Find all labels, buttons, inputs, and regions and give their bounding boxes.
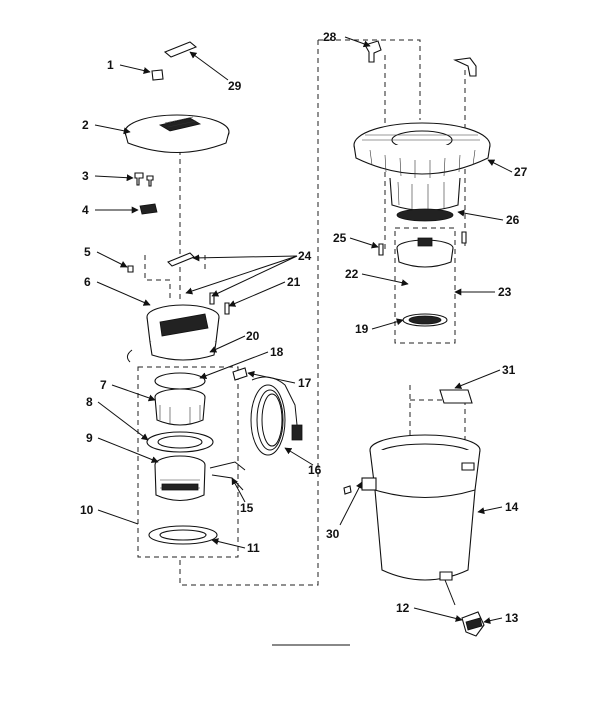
part-9-motor: [154, 455, 206, 502]
part-1-cap: [151, 69, 164, 81]
part-4-clip: [139, 203, 158, 215]
part-6-motor-housing: [126, 304, 220, 363]
label-13: 13: [505, 611, 519, 625]
part-5-screw: [127, 265, 134, 273]
part-25-screw-2: [461, 231, 467, 244]
label-23: 23: [498, 285, 512, 299]
label-22: 22: [345, 267, 359, 281]
assembly-outlines: [137, 39, 470, 586]
label-27: 27: [514, 165, 528, 179]
label-14: 14: [505, 500, 519, 514]
part-23-retainer: [396, 237, 454, 268]
label-9: 9: [86, 431, 93, 445]
right-assembly: [343, 40, 491, 637]
part-31-deflector: [439, 389, 473, 404]
label-26: 26: [506, 213, 520, 227]
part-number-labels: 1 29 2 3 4 5 6 24 21 20 18 17 7 8 9 16 1…: [80, 30, 528, 625]
label-4: 4: [82, 203, 89, 217]
label-15: 15: [240, 501, 254, 515]
part-14-tank: [361, 434, 481, 581]
part-11-ring: [148, 525, 218, 545]
label-24: 24: [298, 249, 312, 263]
label-19: 19: [355, 322, 369, 336]
part-28-clip-2: [453, 57, 477, 77]
part-30-screw: [343, 485, 352, 495]
label-20: 20: [246, 329, 260, 343]
part-2-top-cover: [124, 114, 230, 153]
part-7-fan: [154, 388, 206, 426]
label-29: 29: [228, 79, 242, 93]
part-8-gasket: [146, 431, 214, 453]
label-8: 8: [86, 395, 93, 409]
part-16-power-cord: [250, 376, 303, 456]
label-1: 1: [107, 58, 114, 72]
label-3: 3: [82, 169, 89, 183]
part-18-ring: [154, 372, 206, 390]
label-16: 16: [308, 463, 322, 477]
label-11: 11: [247, 541, 260, 555]
label-28: 28: [323, 30, 337, 44]
label-30: 30: [326, 527, 340, 541]
label-25: 25: [333, 231, 347, 245]
label-6: 6: [84, 275, 91, 289]
part-13-caster: [461, 611, 485, 637]
part-19-filter-disc: [402, 313, 448, 327]
left-assembly: [124, 41, 303, 545]
label-31: 31: [502, 363, 516, 377]
part-17-strain-relief: [232, 367, 248, 381]
part-3-screws: [134, 172, 154, 187]
leader-lines: [94, 36, 513, 625]
label-7: 7: [100, 378, 107, 392]
part-25-screw: [378, 243, 384, 256]
part-28-clip: [364, 40, 382, 63]
label-17: 17: [298, 376, 312, 390]
part-15-wires: [209, 461, 246, 491]
part-26-filter-cage: [389, 177, 461, 222]
label-18: 18: [270, 345, 284, 359]
part-24-strip: [167, 252, 195, 267]
label-21: 21: [287, 275, 301, 289]
part-27-lid: [353, 122, 491, 178]
label-12: 12: [396, 601, 410, 615]
label-10: 10: [80, 503, 94, 517]
label-2: 2: [82, 118, 89, 132]
part-29-strip: [163, 41, 198, 58]
label-5: 5: [84, 245, 91, 259]
